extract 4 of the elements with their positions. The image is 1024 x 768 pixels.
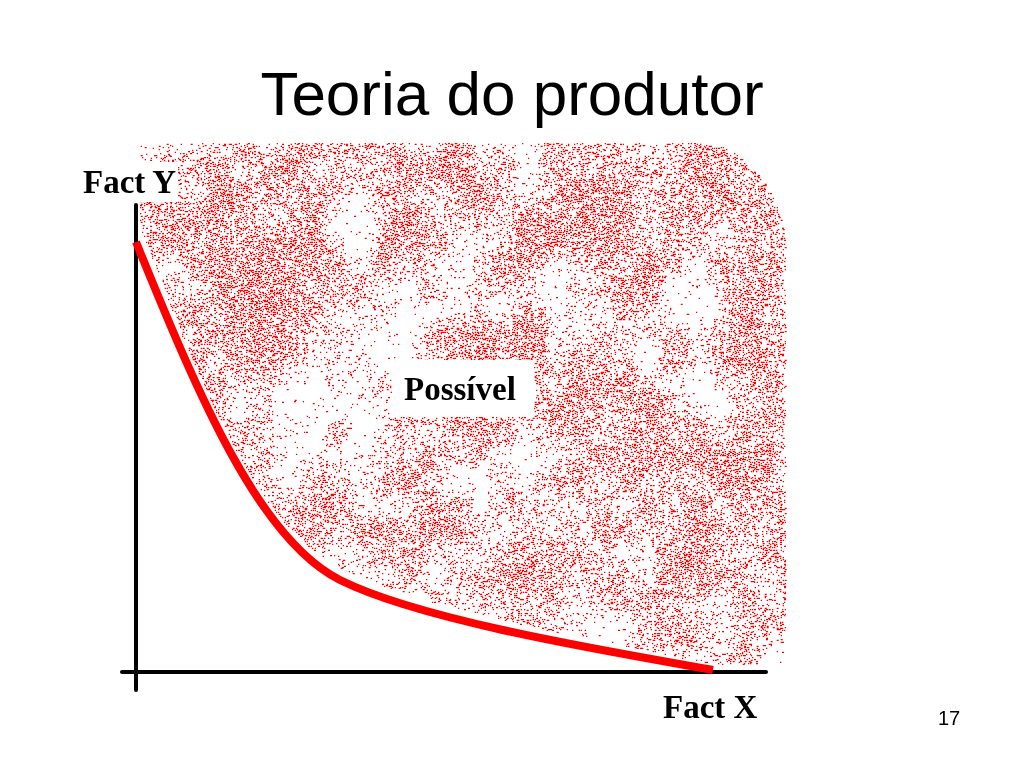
region-label: Possível [392, 360, 534, 417]
slide-title: Teoria do produtor [260, 58, 764, 130]
page-number: 17 [938, 706, 961, 730]
axis-label: Fact Y [81, 162, 179, 202]
